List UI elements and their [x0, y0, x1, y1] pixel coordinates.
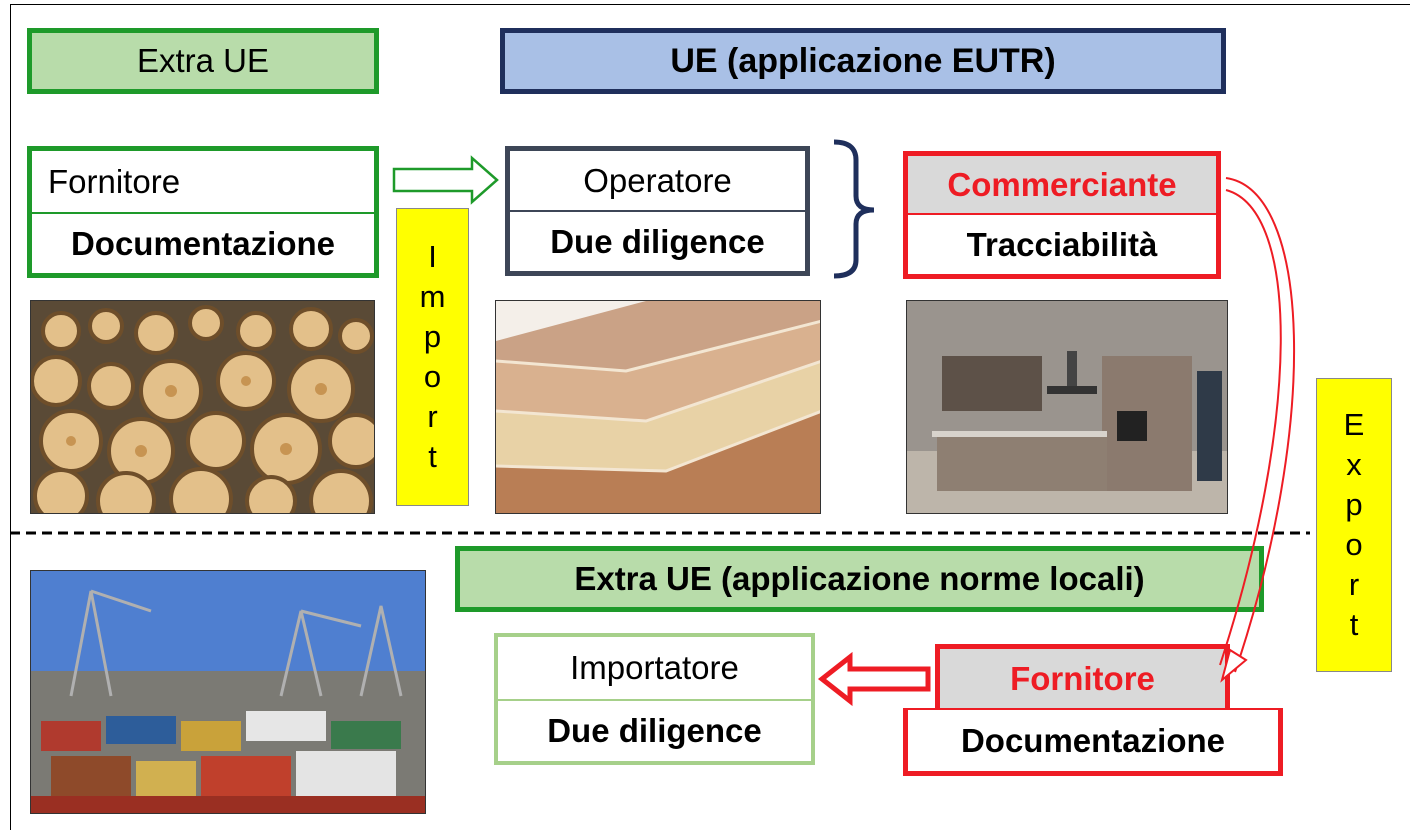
fornitore-label: Fornitore [48, 162, 181, 200]
extra-ue-header: Extra UE [27, 28, 379, 94]
timber-logs-photo [30, 300, 375, 514]
import-letter: r [427, 399, 438, 434]
export-arrow [1219, 177, 1296, 673]
kitchen-drawing [907, 301, 1227, 513]
due-diligence-label: Due diligence [550, 222, 765, 260]
export-letter: t [1349, 607, 1359, 642]
port-drawing [31, 571, 425, 813]
tracciabilita-box: Tracciabilità [903, 213, 1221, 279]
import-label: I m p o r t [396, 208, 469, 506]
extra-ue-local-label: Extra UE (applicazione norme locali) [574, 560, 1145, 597]
import-letter: t [428, 439, 437, 474]
container-port-photo [30, 570, 426, 814]
documentazione-export-box: Documentazione [903, 708, 1283, 776]
supply-arrow [817, 651, 931, 707]
documentazione-label: Documentazione [70, 224, 336, 262]
slide-frame [10, 4, 1410, 830]
fornitore-export-box: Fornitore [935, 644, 1230, 710]
tracciabilita-label: Tracciabilità [966, 225, 1158, 263]
due-diligence-box: Due diligence [505, 210, 810, 276]
fornitore-export-label: Fornitore [1010, 659, 1155, 697]
export-label: E x p o r t [1316, 378, 1392, 672]
export-letter: p [1345, 487, 1363, 522]
import-letter: p [423, 319, 442, 354]
kitchen-furniture-photo [906, 300, 1228, 514]
export-letter: r [1348, 567, 1360, 602]
timber-logs-drawing [31, 301, 374, 513]
documentazione-export-label: Documentazione [960, 721, 1226, 759]
due-diligence-bottom-label: Due diligence [547, 712, 762, 749]
extra-ue-local-header: Extra UE (applicazione norme locali) [455, 546, 1264, 612]
export-letter: o [1345, 527, 1363, 562]
due-diligence-bottom-box: Due diligence [494, 699, 815, 765]
wood-panels-photo [495, 300, 821, 514]
export-letter: E [1343, 407, 1365, 442]
documentazione-box: Documentazione [27, 212, 379, 278]
import-letter: m [419, 279, 446, 314]
ue-eutr-header: UE (applicazione EUTR) [500, 28, 1226, 94]
ue-eutr-header-label: UE (applicazione EUTR) [670, 41, 1056, 80]
import-letter: o [423, 359, 442, 394]
export-letter: x [1346, 447, 1362, 482]
extra-ue-header-label: Extra UE [136, 42, 270, 79]
import-arrow [392, 155, 499, 205]
export-arrowhead [1220, 648, 1248, 683]
commerciante-label: Commerciante [947, 165, 1177, 203]
operatore-label: Operatore [583, 161, 732, 199]
wood-panels-drawing [496, 301, 820, 513]
import-letter: I [428, 239, 437, 274]
eutr-bracket [833, 139, 875, 279]
importatore-label: Importatore [570, 649, 739, 686]
